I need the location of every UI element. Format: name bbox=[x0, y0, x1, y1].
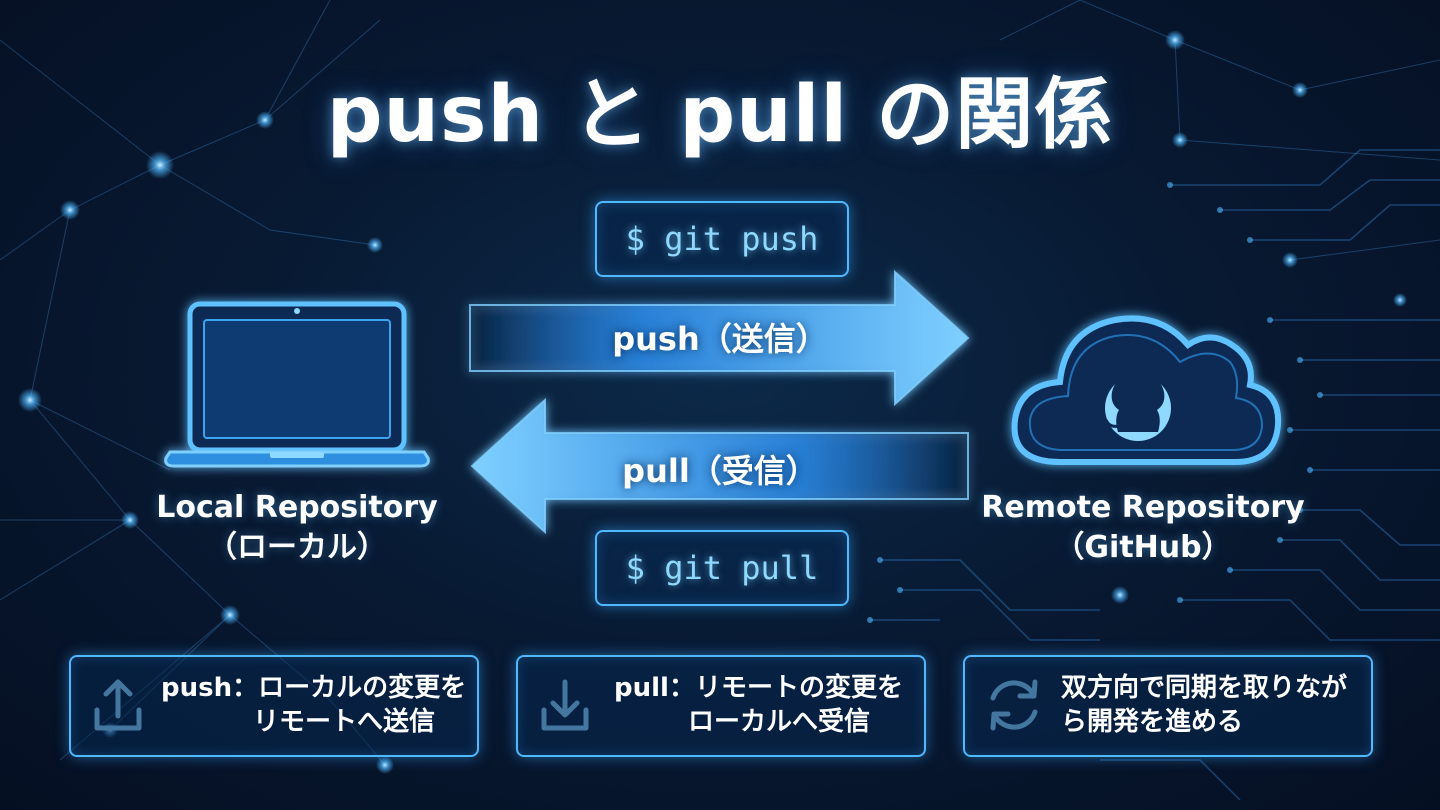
info-pull-line2: ローカルへ受信 bbox=[688, 707, 871, 737]
git-pull-command: $ git pull bbox=[595, 530, 849, 606]
info-box-sync: 双方向で同期を取りなが ら開発を進める bbox=[963, 655, 1373, 757]
cloud-github-icon bbox=[1011, 315, 1282, 465]
info-sync-text: 双方向で同期を取りなが ら開発を進める bbox=[1061, 671, 1347, 739]
pull-arrow bbox=[470, 397, 969, 535]
push-arrow-label: push（送信） bbox=[612, 320, 828, 358]
info-sync-line1: 双方向で同期を取りなが bbox=[1061, 673, 1348, 703]
info-push-line1: push：ローカルの変更を bbox=[161, 673, 467, 703]
push-arrow bbox=[469, 269, 970, 407]
info-sync-line2: ら開発を進める bbox=[1061, 707, 1244, 737]
git-push-command: $ git push bbox=[595, 201, 849, 277]
remote-repository-name: Remote Repository bbox=[981, 490, 1305, 525]
info-push-line2: リモートへ送信 bbox=[253, 707, 436, 737]
local-repository-name: Local Repository bbox=[156, 490, 438, 525]
info-box-pull: pull：リモートの変更を ローカルへ受信 bbox=[516, 655, 926, 757]
local-repository-label: Local Repository （ローカル） bbox=[117, 488, 477, 568]
remote-repository-label: Remote Repository （GitHub） bbox=[963, 488, 1323, 568]
info-pull-text: pull：リモートの変更を ローカルへ受信 bbox=[614, 671, 903, 739]
circuit-traces bbox=[870, 149, 1440, 801]
info-pull-line1: pull：リモートの変更を bbox=[614, 673, 903, 703]
info-box-push: push：ローカルの変更を リモートへ送信 bbox=[69, 655, 479, 757]
info-push-text: push：ローカルの変更を リモートへ送信 bbox=[161, 671, 466, 739]
page-title: push と pull の関係 bbox=[326, 70, 1114, 160]
local-repository-sub: （ローカル） bbox=[207, 530, 387, 565]
network-lines-right bbox=[999, 0, 1440, 261]
pull-arrow-label: pull（受信） bbox=[622, 452, 818, 490]
circuit-nodes bbox=[867, 182, 1323, 623]
laptop-icon bbox=[164, 301, 430, 468]
remote-repository-sub: （GitHub） bbox=[1054, 530, 1232, 565]
